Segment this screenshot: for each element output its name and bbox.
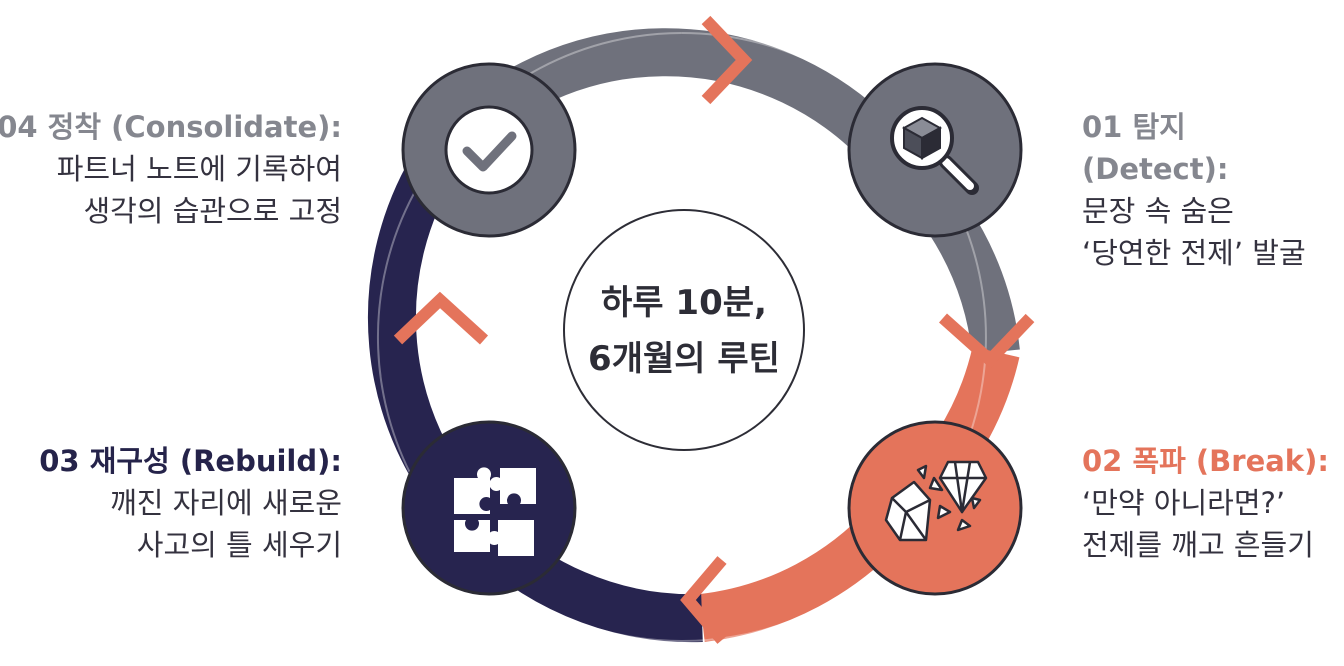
- magnifier-cube-icon: [890, 106, 979, 195]
- step-node-detect: [847, 62, 1023, 238]
- center-line-1: 하루 10분,: [601, 283, 767, 323]
- center-line-2: 6개월의 루틴: [588, 339, 780, 379]
- flow-arrows: [393, 15, 1035, 644]
- step-desc-line: 생각의 습관으로 고정: [83, 194, 342, 228]
- arrow-left-chevron: [393, 291, 489, 345]
- step-desc-line: 전제를 깨고 흔들기: [1082, 528, 1314, 562]
- step-title: 04 정착 (Consolidate):: [0, 110, 342, 144]
- checkmark-icon: [444, 105, 534, 195]
- step-label-consolidate: 04 정착 (Consolidate): 파트너 노트에 기록하여 생각의 습관…: [0, 106, 342, 232]
- arrow-bottom-chevron: [680, 556, 727, 644]
- puzzle-icon: [454, 467, 536, 556]
- step-label-detect: 01 탐지 (Detect): 문장 속 숨은 ‘당연한 전제’ 발굴: [1082, 106, 1342, 274]
- center-circle: [563, 209, 805, 451]
- step-desc-line: 사고의 틀 세우기: [136, 528, 342, 562]
- step-desc-line: ‘만약 아니라면?’: [1082, 486, 1286, 520]
- step-title: 01 탐지 (Detect):: [1082, 110, 1229, 186]
- step-desc-line: 문장 속 숨은: [1082, 194, 1234, 228]
- arrow-right-chevron: [939, 313, 1035, 369]
- step-node-rebuild: [401, 420, 577, 596]
- step-desc-line: ‘당연한 전제’ 발굴: [1082, 236, 1306, 270]
- step-title: 03 재구성 (Rebuild):: [39, 444, 342, 478]
- step-title: 02 폭파 (Break):: [1082, 444, 1329, 478]
- step-label-rebuild: 03 재구성 (Rebuild): 깨진 자리에 새로운 사고의 틀 세우기: [0, 440, 342, 566]
- arrow-top-chevron: [701, 15, 753, 105]
- step-node-break: [847, 420, 1023, 596]
- step-desc-line: 파트너 노트에 기록하여: [56, 152, 342, 186]
- shattered-gem-icon: [884, 460, 988, 542]
- step-label-break: 02 폭파 (Break): ‘만약 아니라면?’ 전제를 깨고 흔들기: [1082, 440, 1342, 566]
- step-desc-line: 깨진 자리에 새로운: [110, 486, 342, 520]
- step-node-consolidate: [401, 62, 577, 238]
